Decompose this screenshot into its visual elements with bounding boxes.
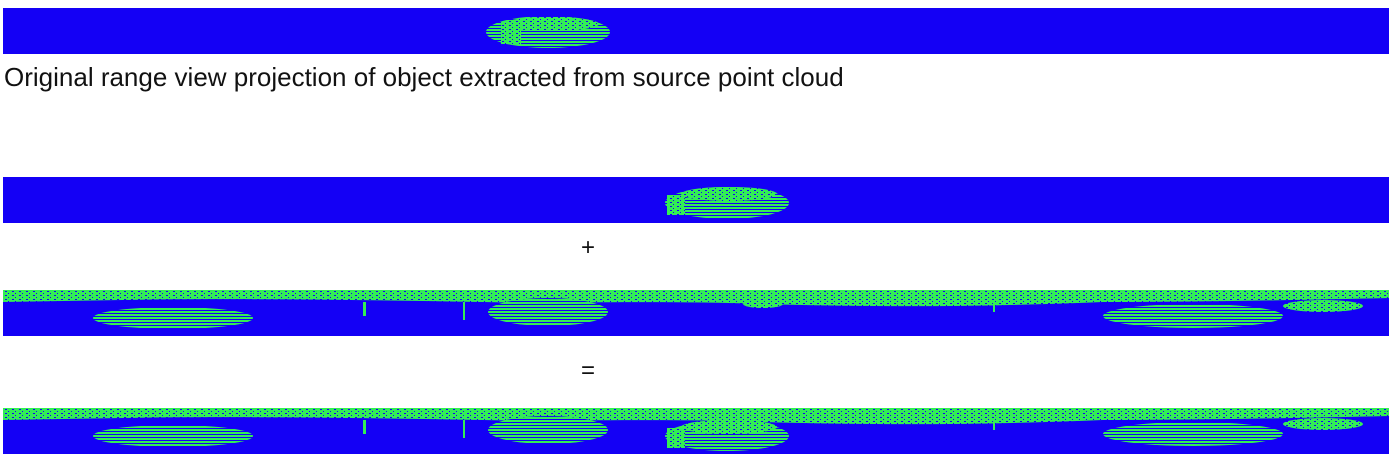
inserted-object-points (665, 420, 789, 451)
scene-points (3, 408, 1389, 447)
plus-operator: + (580, 234, 595, 261)
equals-operator: = (580, 357, 595, 384)
object-points (665, 187, 789, 219)
object-points (486, 16, 610, 48)
shifted-object-range-view (3, 177, 1389, 223)
figure-caption: Original range view projection of object… (4, 62, 844, 92)
augmented-scene-range-view (3, 408, 1389, 454)
original-object-range-view (3, 8, 1389, 54)
source-scene-range-view (3, 290, 1389, 336)
scene-points (3, 290, 1389, 329)
